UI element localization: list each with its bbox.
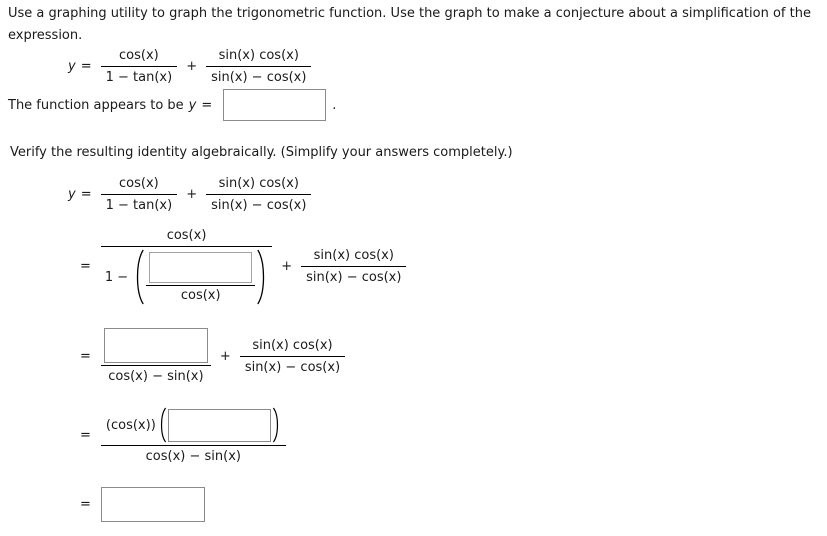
question-text-line1: Use a graphing utility to graph the trig… — [8, 6, 811, 21]
equals-sign: = — [80, 59, 92, 74]
expression-display-2: y = cos(x) 1 − tan(x) + sin(x) cos(x) si… — [68, 175, 312, 214]
denominator-row: 1 − cos(x) — [105, 249, 268, 305]
period: . — [332, 97, 337, 113]
big-fraction: cos(x) 1 − cos(x) — [100, 227, 273, 306]
fraction-numerator — [146, 251, 255, 285]
fraction-denominator: sin(x) − cos(x) — [206, 194, 312, 214]
verify-instruction: Verify the resulting identity algebraica… — [10, 145, 513, 160]
question-text: Use a graphing utility to graph the trig… — [8, 3, 811, 47]
left-paren-icon — [160, 407, 166, 443]
one-minus-term: 1 − — [104, 269, 129, 285]
question-text-line2: expression. — [8, 28, 83, 43]
equals-sign: = — [80, 497, 91, 512]
fraction-denominator: sin(x) − cos(x) — [239, 356, 346, 376]
fraction-denominator: 1 − tan(x) — [100, 66, 178, 86]
fraction-numerator: cos(x) — [166, 228, 207, 243]
cos-factor: (cos(x)) — [105, 417, 156, 433]
fraction-numerator: sin(x) cos(x) — [313, 248, 394, 263]
fraction-cos-over-1-minus-tan: cos(x) 1 − tan(x) — [100, 175, 178, 214]
numerator-row: (cos(x)) — [106, 407, 281, 443]
step4-answer-input[interactable] — [100, 487, 205, 522]
var-y: y — [68, 187, 76, 202]
fraction-numerator: cos(x) — [119, 48, 159, 63]
big-right-paren-icon — [257, 249, 265, 305]
fraction-denominator: sin(x) − cos(x) — [301, 266, 407, 286]
fraction-numerator: sin(x) cos(x) — [252, 338, 333, 353]
conjecture-line: The function appears to be y = . — [8, 88, 336, 122]
fraction-numerator: sin(x) cos(x) — [218, 48, 299, 63]
expression-display-1: y = cos(x) 1 − tan(x) + sin(x) cos(x) si… — [68, 47, 312, 86]
verification-step-2: = cos(x) − sin(x) + sin(x) cos(x) sin(x)… — [80, 328, 346, 385]
plus-sign: + — [219, 349, 231, 364]
equals-sign: = — [80, 187, 92, 202]
var-y: y — [188, 97, 197, 113]
fraction-answer-over-cos-minus-sin: cos(x) − sin(x) — [100, 328, 211, 385]
fraction-cosfactor-over-cos-minus-sin: (cos(x)) cos(x) − sin(x) — [100, 406, 286, 465]
plus-sign: + — [281, 259, 293, 274]
verification-step-4: = — [80, 487, 205, 522]
fraction-denominator: cos(x) − sin(x) — [100, 445, 286, 465]
step3-answer-input[interactable] — [167, 408, 271, 442]
equals-sign: = — [80, 349, 91, 364]
plus-sign: + — [186, 59, 198, 74]
fraction-numerator: sin(x) cos(x) — [218, 176, 299, 191]
fraction-sincos-over-sin-minus-cos: sin(x) cos(x) sin(x) − cos(x) — [206, 47, 312, 86]
fraction-numerator — [101, 328, 211, 365]
equals-sign: = — [80, 259, 91, 274]
big-left-paren-icon — [137, 249, 144, 305]
verification-step-3: = (cos(x)) cos(x) − sin(x) — [80, 406, 286, 465]
step1-answer-input[interactable] — [149, 251, 253, 283]
fraction-denominator: cos(x) — [146, 284, 256, 303]
inner-fraction: cos(x) — [146, 251, 256, 303]
conjecture-label: The function appears to be — [8, 97, 184, 113]
conjecture-answer-input[interactable] — [223, 89, 327, 121]
equals-sign: = — [80, 428, 91, 443]
fraction-sincos-over-sin-minus-cos: sin(x) cos(x) sin(x) − cos(x) — [301, 247, 407, 286]
fraction-sincos-over-sin-minus-cos: sin(x) cos(x) sin(x) − cos(x) — [206, 175, 312, 214]
verification-step-1: = cos(x) 1 − cos(x) — [80, 227, 407, 306]
var-y: y — [68, 59, 76, 74]
plus-sign: + — [186, 187, 198, 202]
fraction-denominator: 1 − tan(x) — [100, 194, 178, 214]
equals-sign: = — [201, 97, 213, 113]
fraction-denominator: cos(x) − sin(x) — [100, 365, 211, 385]
fraction-numerator: cos(x) — [119, 176, 159, 191]
fraction-numerator: (cos(x)) — [101, 406, 286, 445]
fraction-sincos-over-sin-minus-cos: sin(x) cos(x) sin(x) − cos(x) — [239, 337, 346, 376]
fraction-denominator: sin(x) − cos(x) — [206, 66, 312, 86]
step2-answer-input[interactable] — [103, 328, 208, 363]
fraction-cos-over-1-minus-tan: cos(x) 1 − tan(x) — [100, 47, 178, 86]
right-paren-icon — [272, 407, 278, 443]
fraction-denominator: 1 − cos(x) — [100, 246, 273, 306]
